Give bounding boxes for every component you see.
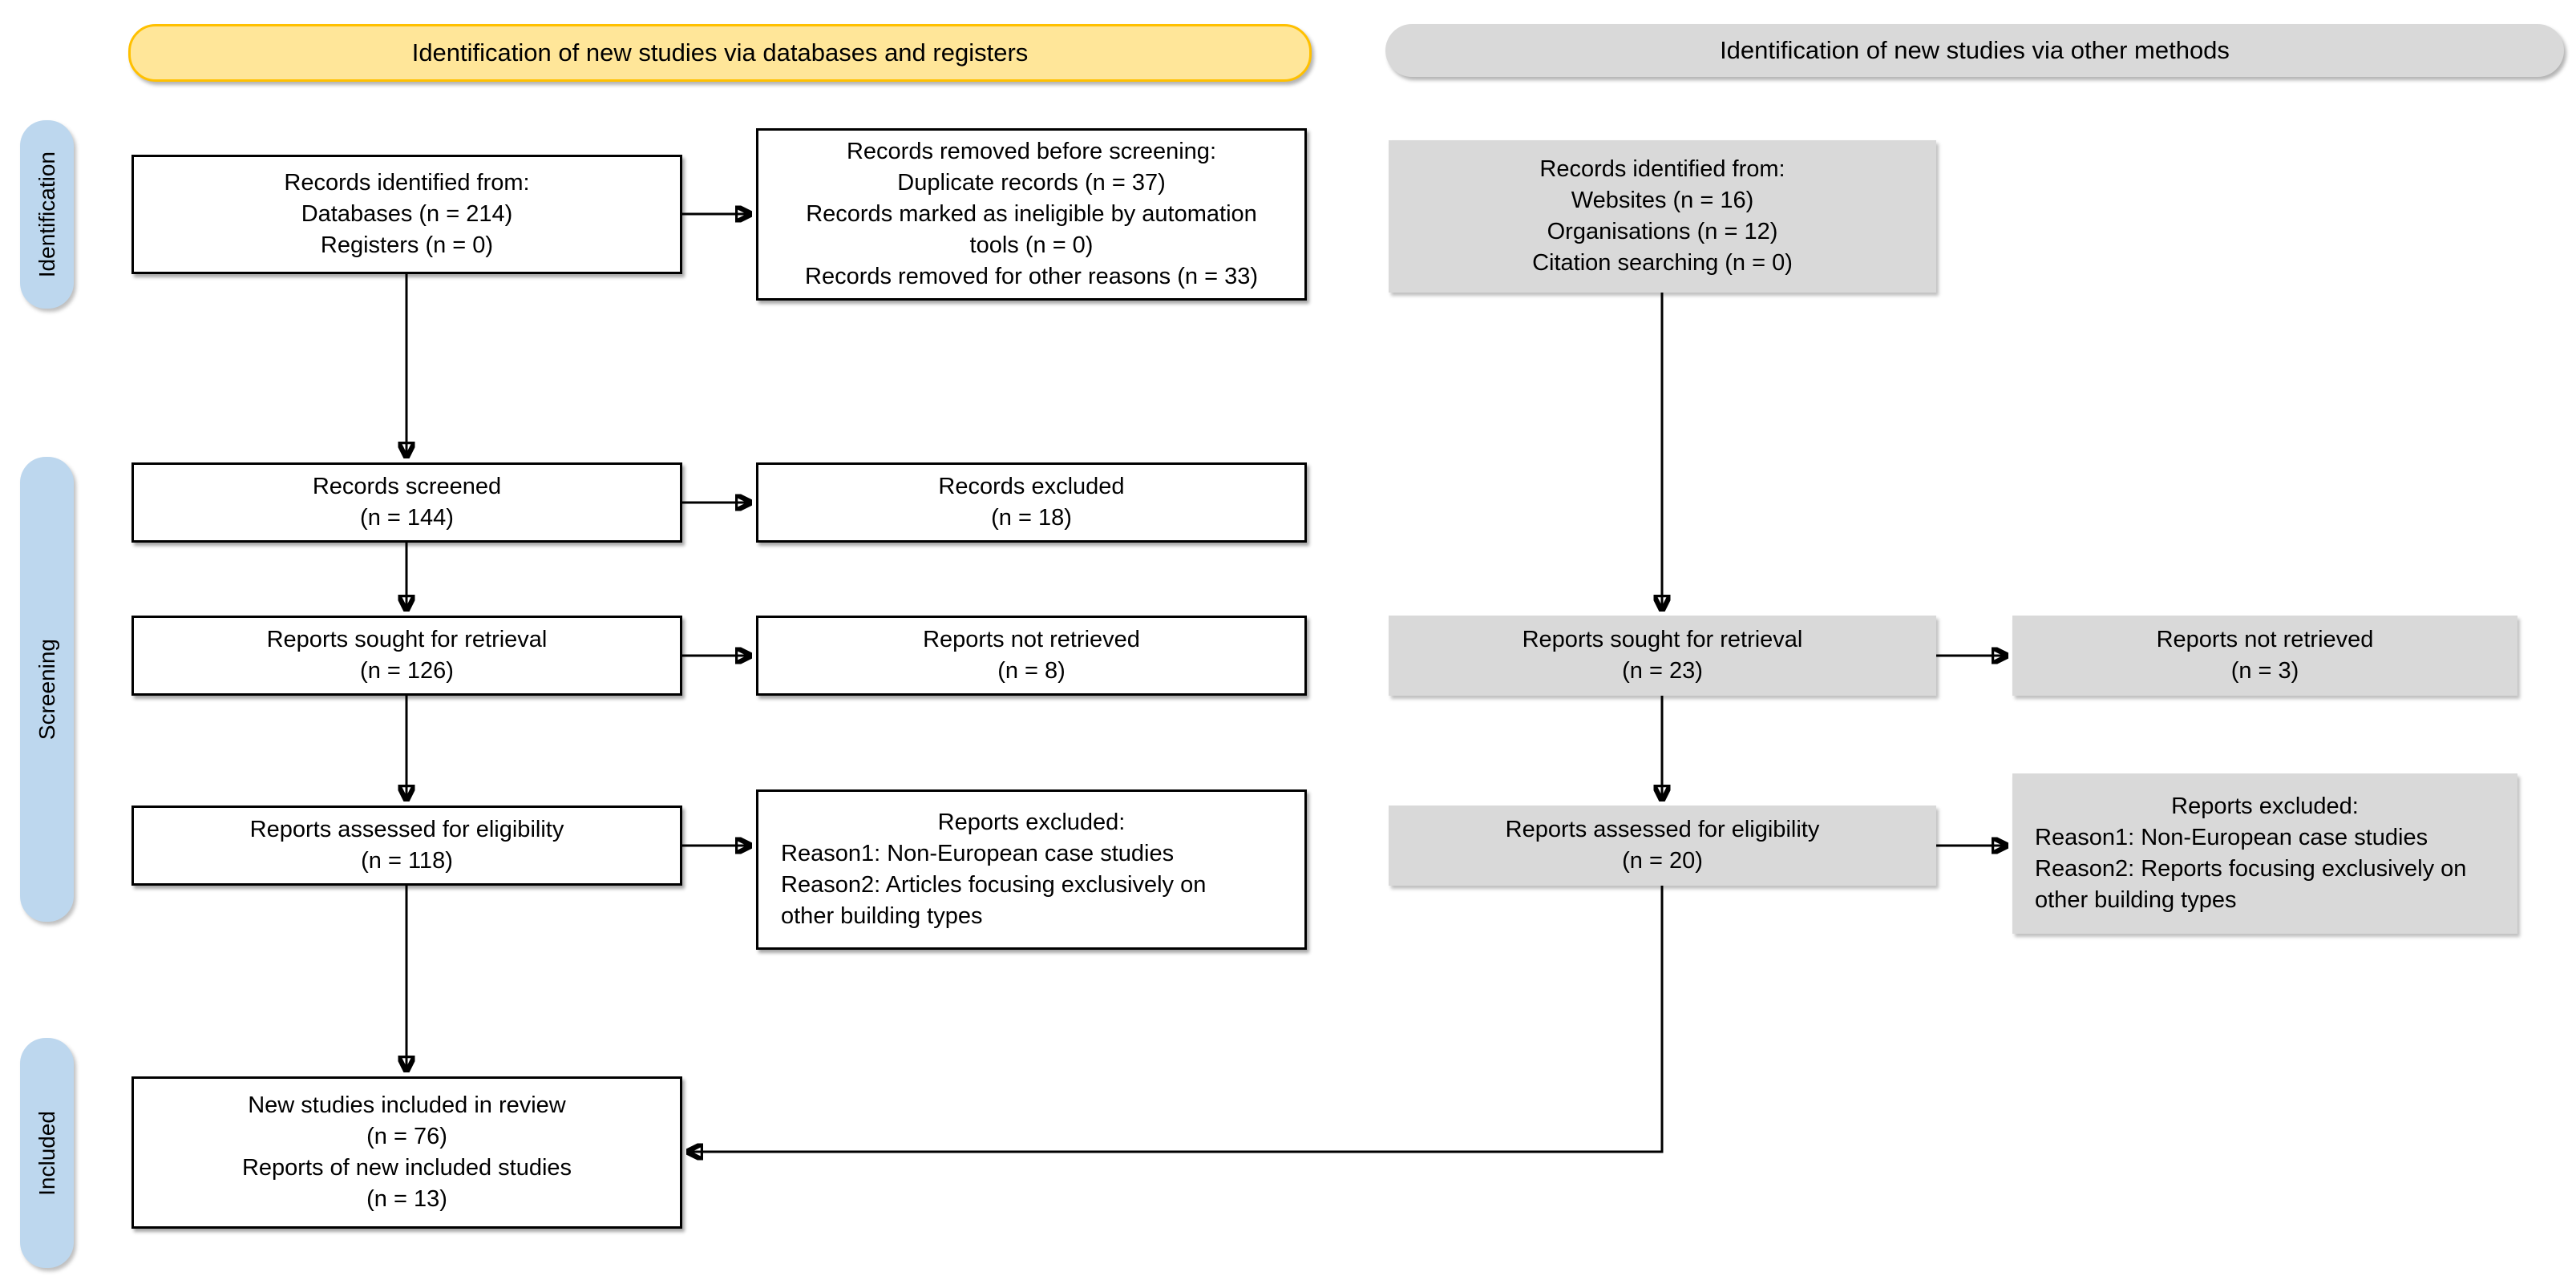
box-reports-sought-other-text: Reports sought for retrieval (n = 23) <box>1522 627 1803 684</box>
box-included: New studies included in review (n = 76) … <box>131 1076 682 1229</box>
header-databases-registers: Identification of new studies via databa… <box>128 24 1312 82</box>
stage-screening: Screening <box>20 457 74 922</box>
header-other-methods: Identification of new studies via other … <box>1385 24 2564 77</box>
box-records-identified-databases: Records identified from: Databases (n = … <box>131 155 682 274</box>
stage-screening-label: Screening <box>34 638 59 741</box>
header-other-methods-label: Identification of new studies via other … <box>1720 36 2230 64</box>
box-reports-excluded-databases-title: Reports excluded: <box>937 810 1126 835</box>
box-reports-excluded-other-title: Reports excluded: <box>2171 793 2359 819</box>
box-records-removed-text: Records removed before screening: Duplic… <box>805 139 1258 289</box>
box-reports-assessed-other: Reports assessed for eligibility (n = 20… <box>1389 806 1936 886</box>
box-records-excluded: Records excluded (n = 18) <box>756 462 1307 543</box>
box-records-identified-databases-text: Records identified from: Databases (n = … <box>284 170 530 258</box>
box-reports-not-retrieved-other: Reports not retrieved (n = 3) <box>2012 616 2517 696</box>
box-included-text: New studies included in review (n = 76) … <box>241 1092 572 1212</box>
box-reports-not-retrieved-other-text: Reports not retrieved (n = 3) <box>2156 627 2374 684</box>
stage-identification: Identification <box>20 120 74 309</box>
stage-included-label: Included <box>34 1110 59 1196</box>
box-reports-not-retrieved-databases-text: Reports not retrieved (n = 8) <box>923 627 1140 684</box>
box-records-removed: Records removed before screening: Duplic… <box>756 128 1307 301</box>
box-reports-excluded-other: Reports excluded: Reason1: Non-European … <box>2012 773 2517 934</box>
box-reports-excluded-databases: Reports excluded: Reason1: Non-European … <box>756 789 1307 950</box>
box-reports-sought-databases: Reports sought for retrieval (n = 126) <box>131 616 682 696</box>
box-records-screened-text: Records screened (n = 144) <box>312 474 502 531</box>
box-records-screened: Records screened (n = 144) <box>131 462 682 543</box>
box-reports-not-retrieved-databases: Reports not retrieved (n = 8) <box>756 616 1307 696</box>
box-records-excluded-text: Records excluded (n = 18) <box>938 474 1125 531</box>
box-records-identified-other: Records identified from: Websites (n = 1… <box>1389 140 1936 293</box>
box-reports-excluded-other-reasons: Reason1: Non-European case studies Reaso… <box>2035 825 2467 913</box>
box-reports-assessed-other-text: Reports assessed for eligibility (n = 20… <box>1505 817 1820 874</box>
header-databases-registers-label: Identification of new studies via databa… <box>411 38 1029 67</box>
stage-identification-label: Identification <box>34 151 59 278</box>
box-reports-assessed-databases-text: Reports assessed for eligibility (n = 11… <box>249 817 564 874</box>
box-reports-sought-databases-text: Reports sought for retrieval (n = 126) <box>266 627 548 684</box>
box-reports-sought-other: Reports sought for retrieval (n = 23) <box>1389 616 1936 696</box>
box-reports-excluded-databases-reasons: Reason1: Non-European case studies Reaso… <box>781 841 1207 929</box>
box-reports-assessed-databases: Reports assessed for eligibility (n = 11… <box>131 806 682 886</box>
stage-included: Included <box>20 1038 74 1268</box>
box-records-identified-other-text: Records identified from: Websites (n = 1… <box>1532 156 1793 276</box>
